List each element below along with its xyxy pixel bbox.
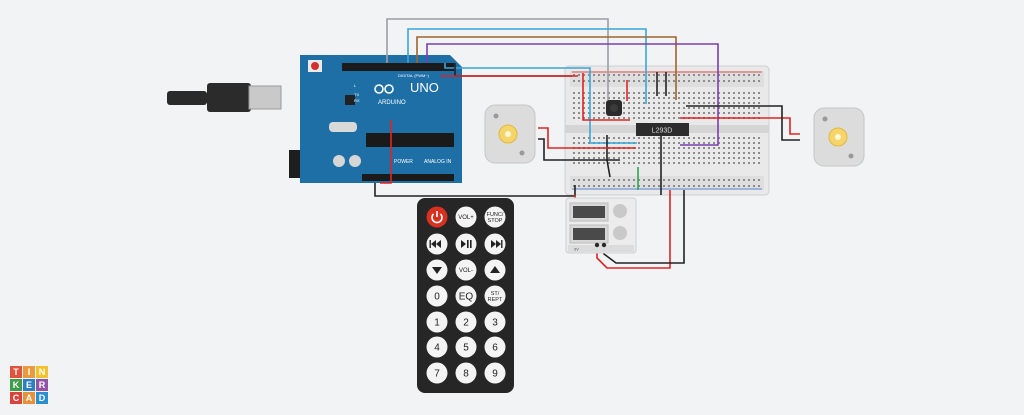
remote-button[interactable] [426, 311, 448, 333]
remote-button[interactable] [426, 336, 448, 358]
remote-button[interactable] [455, 362, 477, 384]
remote-button-label: VOL+ [458, 215, 474, 221]
power-supply[interactable]: 9V [565, 197, 637, 254]
remote-button[interactable] [484, 206, 506, 228]
usb-plug [207, 83, 251, 112]
logo-letter: C [10, 392, 22, 404]
wire-gray [386, 18, 609, 100]
logo-letter: I [23, 366, 35, 378]
remote-button[interactable] [455, 206, 477, 228]
dc-motor-left[interactable] [484, 104, 536, 164]
wire-cyan [407, 28, 647, 104]
logo-letter: T [10, 366, 22, 378]
crystal [329, 122, 357, 132]
remote-button-label: EQ [459, 292, 474, 303]
wire-red-chip [680, 117, 800, 135]
power-label: POWER [394, 159, 413, 165]
dc-motor-right[interactable] [813, 107, 865, 167]
remote-button[interactable] [455, 336, 477, 358]
remote-button-label: 5 [463, 343, 469, 354]
logo-letter: E [23, 379, 35, 391]
atmega-chip [366, 133, 454, 147]
arduino-uno[interactable]: ARDUINO UNO POWER ANALOG IN DIGITAL (PWM… [167, 55, 462, 183]
remote-button[interactable] [484, 336, 506, 358]
remote-button-label: FUNC/ [487, 212, 504, 218]
remote-button-label: 4 [434, 343, 440, 354]
led-tx-label: TX [354, 92, 359, 97]
remote-button-label: 1 [434, 318, 440, 329]
remote-button-label: VOL- [459, 268, 473, 274]
remote-button-label: 0 [434, 292, 440, 303]
remote-button-label: 3 [492, 318, 498, 329]
remote-button[interactable] [484, 285, 506, 307]
remote-button[interactable] [455, 311, 477, 333]
remote-button[interactable] [455, 285, 477, 307]
arduino-model: UNO [410, 80, 439, 95]
led-rx-label: RX [354, 98, 360, 103]
remote-button-label: 8 [463, 369, 469, 380]
wire-red-motor1 [538, 127, 636, 149]
digital-label: DIGITAL (PWM~) [398, 73, 430, 78]
reset-button[interactable] [311, 62, 319, 70]
remote-button-label: STOP [488, 218, 503, 224]
usb-port [248, 85, 282, 110]
battery-label: 9V [574, 247, 579, 252]
wire-purple [426, 43, 719, 146]
remote-button[interactable] [484, 362, 506, 384]
analog-header [362, 174, 454, 181]
wire-red-vcc [582, 73, 630, 121]
digital-header [342, 63, 454, 71]
remote-button[interactable] [426, 362, 448, 384]
wire-black-top [454, 63, 572, 77]
l293d-chip[interactable]: L293D [636, 123, 689, 136]
wire-red-bat [596, 190, 671, 269]
wire-cyan-2 [444, 63, 637, 144]
analog-label: ANALOG IN [424, 159, 452, 165]
remote-button[interactable] [426, 285, 448, 307]
infinity-logo [374, 84, 394, 94]
wire-black-gnd [374, 183, 576, 197]
logo-letter: D [36, 392, 48, 404]
remote-button[interactable] [455, 259, 477, 281]
remote-button-label: REPT [488, 297, 503, 303]
ir-remote[interactable]: VOL+ FUNC/STOP VOL- 0 EQ ST/REPT 1 2 3 4 5 6 7 8 9 [417, 198, 514, 393]
usb-cable [167, 91, 207, 105]
remote-button-label: 6 [492, 343, 498, 354]
remote-button[interactable] [484, 311, 506, 333]
wire-black-motor2 [686, 105, 800, 141]
remote-button-label: ST/ [491, 291, 500, 297]
logo-letter: N [36, 366, 48, 378]
remote-button-label: 7 [434, 369, 440, 380]
arduino-board [300, 55, 462, 183]
logo-letter: A [23, 392, 35, 404]
logo-letter: K [10, 379, 22, 391]
wire-red-power [380, 120, 392, 184]
wire-brown [416, 36, 677, 100]
remote-button-label: 2 [463, 318, 469, 329]
remote-button-label: 9 [492, 369, 498, 380]
ir-receiver[interactable] [606, 100, 622, 116]
led-l-label: L [354, 83, 357, 88]
wire-black-motor1 [538, 138, 620, 161]
arduino-brand: ARDUINO [378, 100, 406, 106]
chip-label: L293D [652, 128, 673, 135]
logo-letter: R [36, 379, 48, 391]
